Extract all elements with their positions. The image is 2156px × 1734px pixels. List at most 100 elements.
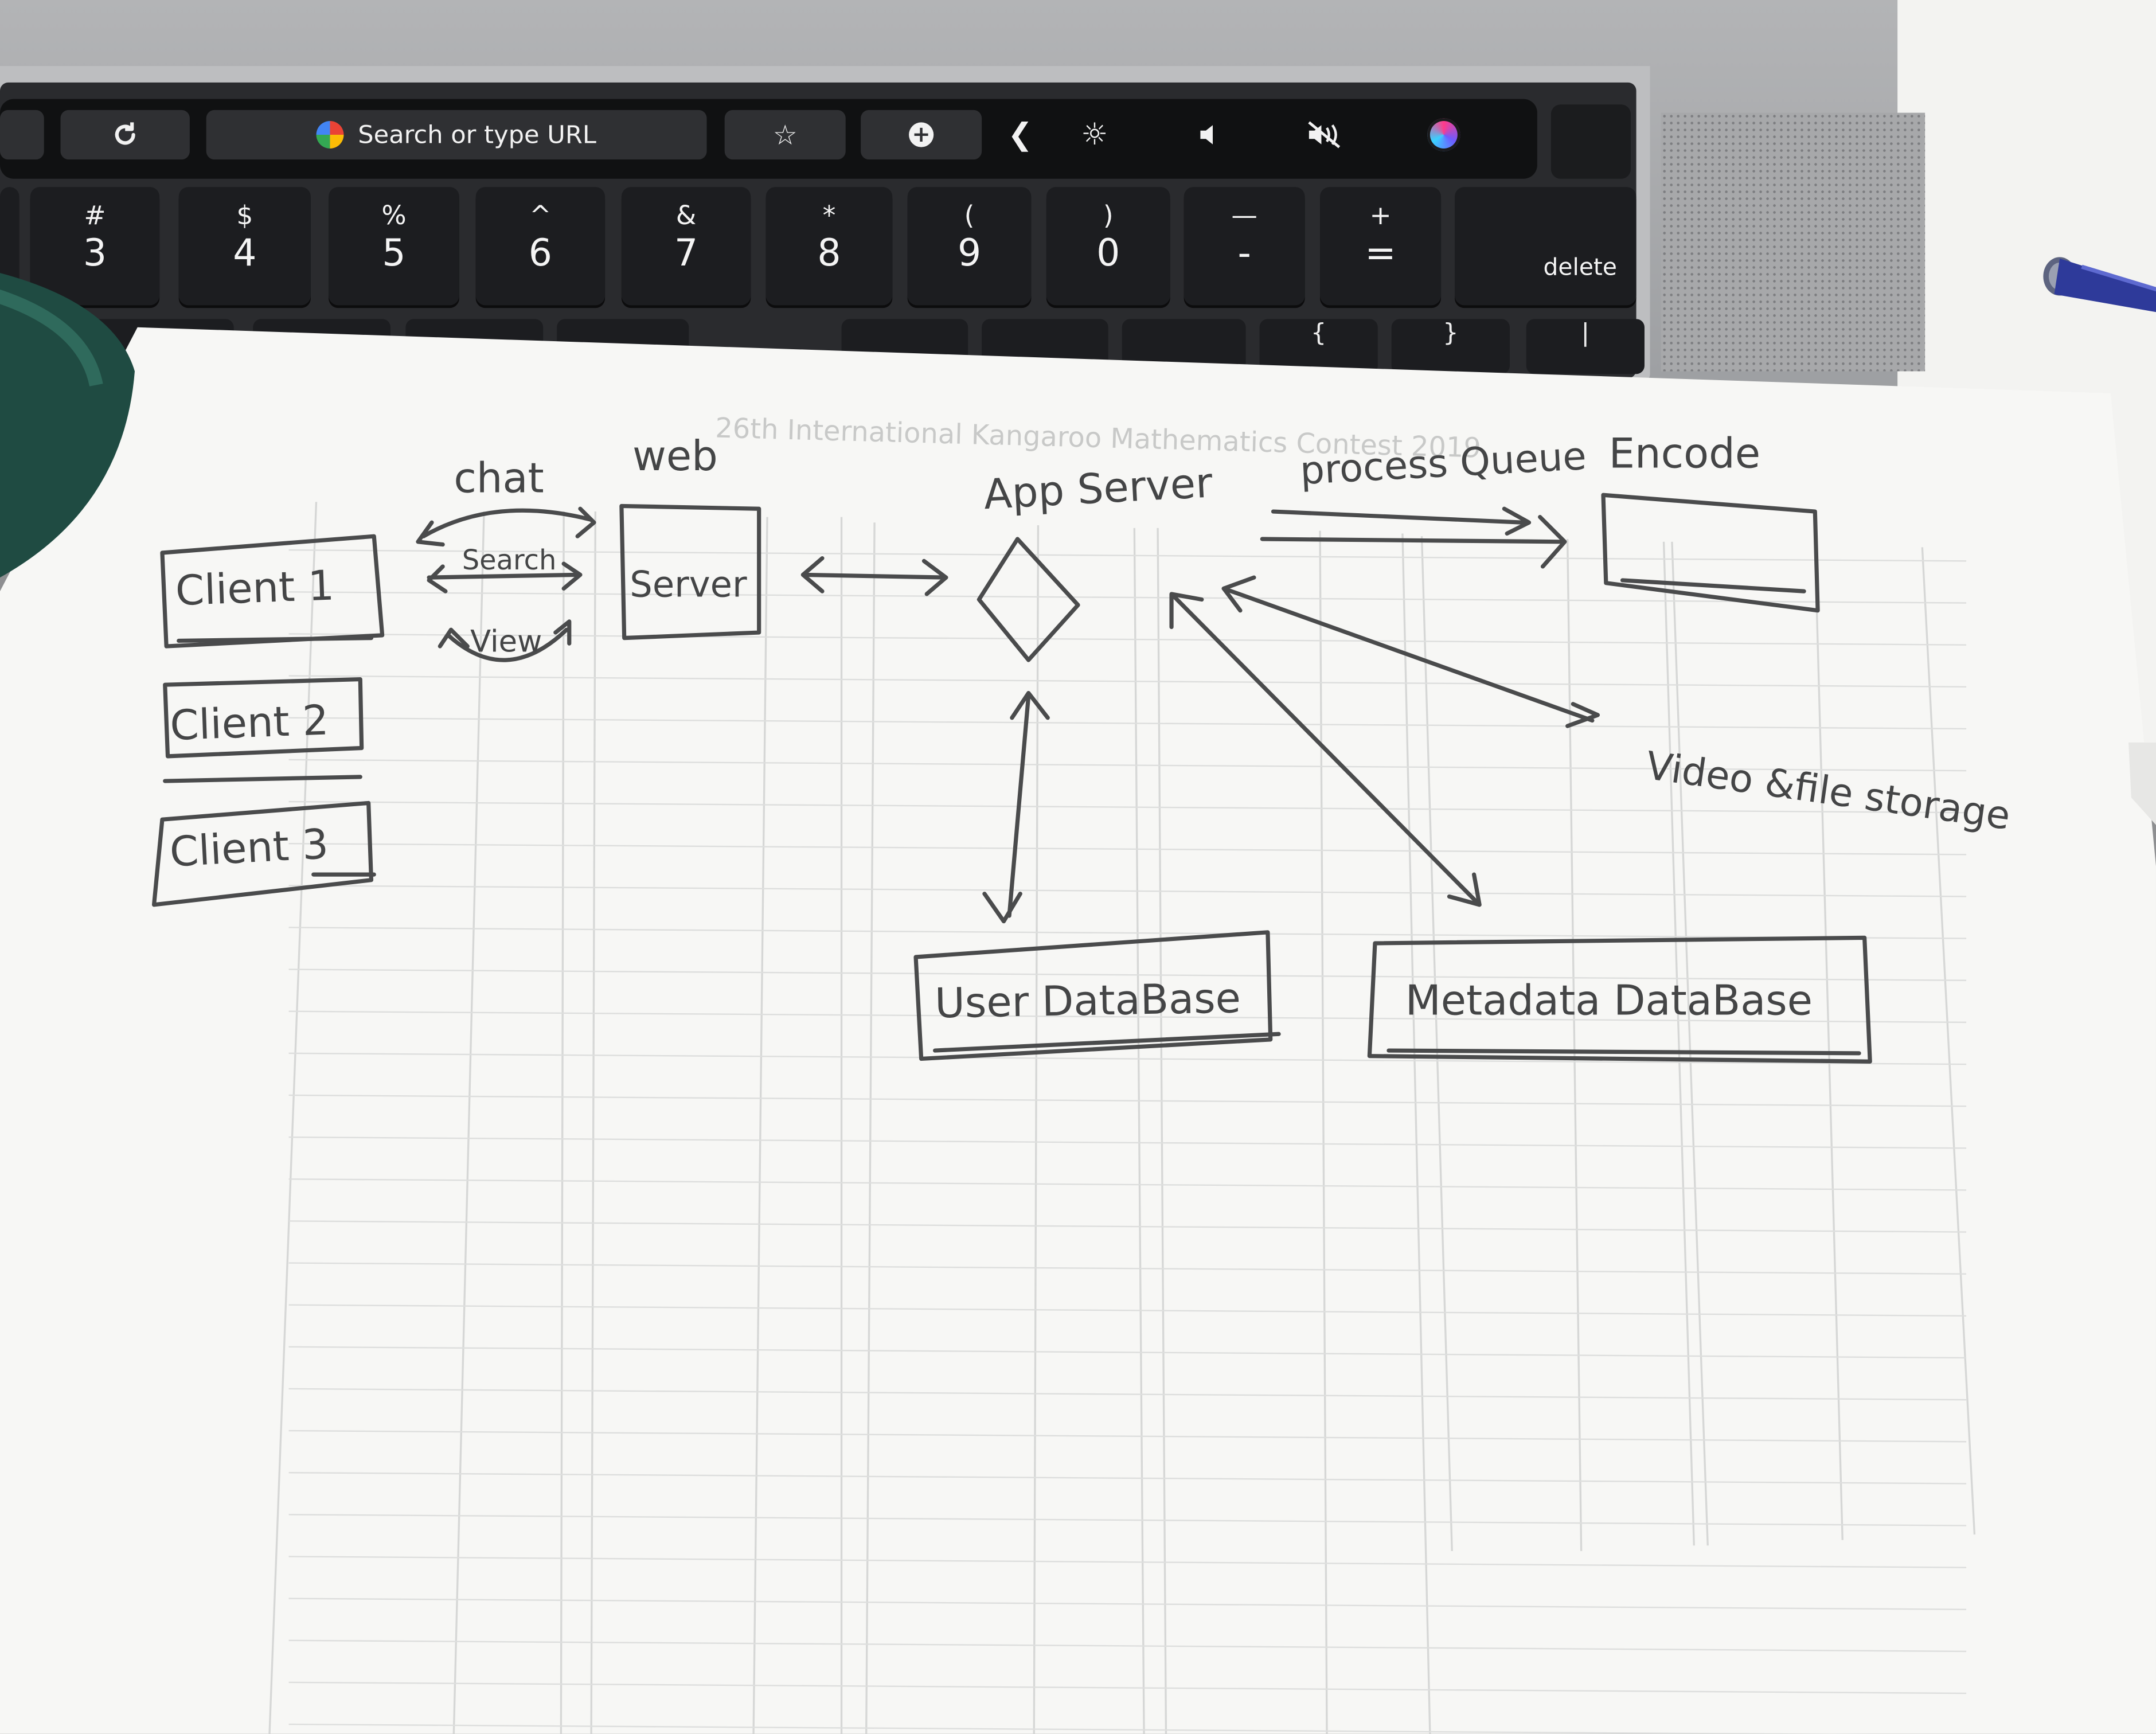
encode-label: Encode: [1609, 429, 1760, 477]
key-0[interactable]: )0: [1046, 187, 1170, 306]
background-table-rows: [288, 549, 1967, 1734]
key-5[interactable]: %5: [329, 187, 459, 306]
web-server-label: Server: [630, 564, 747, 606]
brightness-button[interactable]: ☼: [1067, 110, 1122, 159]
app-metadata-arrow: [1172, 595, 1479, 904]
key-4-shift-label: $: [236, 201, 253, 231]
key-5-shift-label: %: [381, 201, 407, 231]
mute-button[interactable]: [1298, 110, 1353, 159]
app-user-db-arrow: [1007, 693, 1031, 918]
table-row-rule: [288, 1639, 1967, 1653]
table-row-rule: [288, 800, 1967, 814]
table-row-rule: [288, 1723, 1862, 1734]
key-6-label: 6: [528, 232, 553, 275]
key-delete-label: delete: [1543, 254, 1617, 282]
table-row-rule: [288, 1430, 1967, 1443]
key-8-shift-label: *: [822, 201, 836, 231]
speaker-grille: [1661, 112, 1925, 372]
marker-pen: [2043, 257, 2156, 313]
client-2-label: Client 2: [169, 696, 330, 749]
volume-icon: [1200, 125, 1213, 144]
url-bar[interactable]: Search or type URL: [206, 110, 707, 160]
new-tab-button[interactable]: +: [861, 110, 982, 160]
touch-id-key[interactable]: [1550, 104, 1631, 179]
table-row-rule: [288, 968, 1967, 981]
web-app-arrow: [800, 572, 948, 580]
user-database-box: [913, 930, 1273, 1061]
key-0-shift-label: ): [1103, 201, 1114, 231]
process-queue-arrow-top: [1271, 509, 1526, 525]
table-row-rule: [288, 1514, 1967, 1526]
bookmark-button[interactable]: ☆: [724, 110, 846, 160]
key-8-label: 8: [817, 232, 841, 275]
web-server-box: [619, 503, 761, 641]
siri-icon: [1427, 118, 1460, 151]
key-equals[interactable]: +=: [1320, 187, 1442, 306]
search-label: Search: [462, 544, 557, 576]
table-row-rule: [288, 1094, 1967, 1107]
key-6-shift-label: ^: [529, 201, 552, 231]
key-9[interactable]: (9: [907, 187, 1032, 306]
key-0-label: 0: [1096, 232, 1120, 275]
key-5-label: 5: [382, 232, 406, 275]
view-arrow: [446, 627, 569, 662]
key-minus[interactable]: —-: [1184, 187, 1305, 306]
volume-button[interactable]: [1182, 110, 1237, 159]
table-row-rule: [288, 1136, 1967, 1149]
table-row-rule: [288, 842, 1967, 856]
reload-button[interactable]: [60, 110, 190, 160]
process-queue-arrow-bottom: [1260, 537, 1564, 544]
table-row-rule: [288, 1346, 1967, 1359]
touchbar-left-key[interactable]: [0, 110, 44, 160]
chat-label: chat: [454, 454, 544, 502]
pencil-strokes: [151, 493, 1872, 1064]
foreground-object: [0, 273, 135, 578]
key-9-label: 9: [957, 232, 982, 275]
key-4-label: 4: [233, 232, 257, 275]
table-row-rule: [288, 759, 1967, 772]
metadata-database-label: Metadata DataBase: [1405, 977, 1813, 1025]
table-row-rule: [288, 591, 1967, 604]
table-row-rule: [288, 885, 1967, 897]
key-7-shift-label: &: [675, 201, 697, 231]
key-bracket-left-label: {: [1310, 319, 1327, 348]
mute-icon: [1308, 121, 1341, 149]
key-3-label: 3: [83, 232, 107, 275]
expand-control-strip-button[interactable]: ❮: [993, 110, 1048, 159]
siri-button[interactable]: [1416, 110, 1471, 159]
table-row-rule: [288, 675, 1967, 688]
table-row-rule: [288, 1010, 1967, 1024]
table-row-rule: [288, 1052, 1967, 1065]
key-3-shift-label: #: [84, 201, 106, 231]
key-4[interactable]: $4: [178, 187, 311, 306]
key-bracket-right[interactable]: }: [1391, 319, 1510, 374]
key-8[interactable]: *8: [765, 187, 893, 306]
google-icon: [317, 121, 345, 149]
background-answer-table: [268, 502, 1976, 1734]
app-storage-arrow: [1221, 586, 1595, 723]
key-3[interactable]: #3: [30, 187, 160, 306]
diagram-labels: Client 1 Client 2 Client 3 chat Search V…: [169, 429, 2013, 1027]
key-6[interactable]: ^6: [475, 187, 606, 306]
client-1-box: [160, 534, 385, 649]
key-minus-shift-label: —: [1231, 201, 1257, 231]
key-7-label: 7: [674, 232, 698, 275]
key-bracket-left[interactable]: {: [1259, 319, 1378, 374]
table-row-rule: [288, 1472, 1967, 1485]
table-row-rule: [288, 549, 1967, 562]
client-3-box: [151, 800, 374, 907]
app-server-label: App Server: [982, 458, 1214, 518]
view-label: View: [470, 624, 542, 659]
key-backslash[interactable]: |: [1526, 319, 1645, 374]
table-row-rule: [288, 1681, 1967, 1694]
client-2-box: [163, 677, 364, 759]
metadata-database-box: [1367, 935, 1872, 1064]
web-title-label: web: [632, 432, 718, 480]
table-row-rule: [288, 1220, 1967, 1233]
paper-surface: [0, 327, 2156, 1734]
table-row-rule: [288, 1304, 1967, 1317]
key-7[interactable]: &7: [621, 187, 751, 306]
app-server-diamond: [977, 537, 1080, 662]
key-delete[interactable]: delete: [1455, 187, 1636, 306]
